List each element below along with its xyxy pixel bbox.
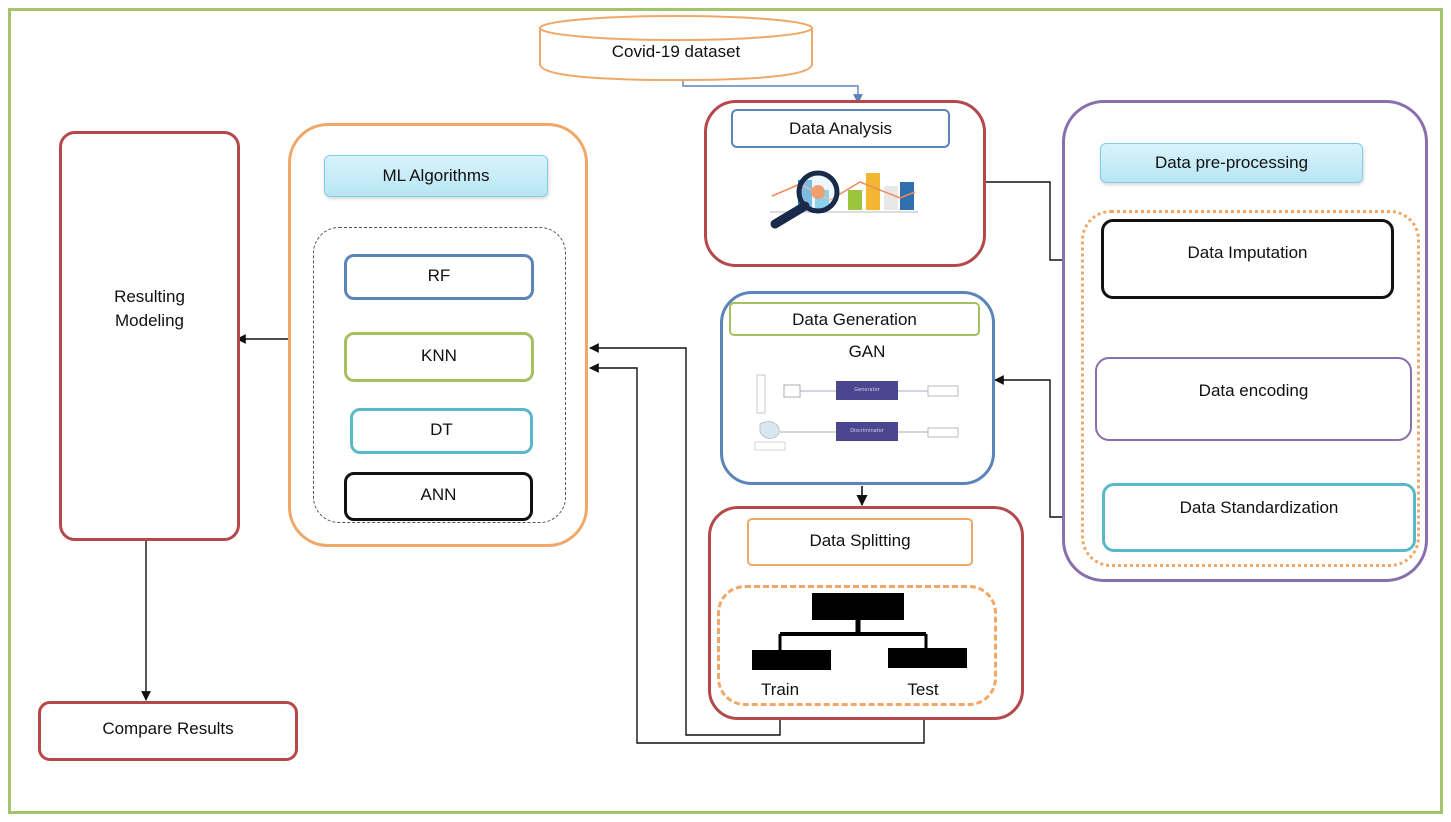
analysis-title: Data Analysis [789, 119, 892, 138]
ann-label: ANN [420, 485, 457, 504]
arrow-test-to-ml [589, 363, 925, 744]
arrow-dataset-to-analysis [682, 76, 863, 104]
imputation-box [1101, 219, 1394, 299]
ml-dotted-group [313, 227, 566, 523]
ann-box [344, 472, 533, 521]
gan-generator-label: Generator [854, 387, 880, 393]
rf-box [344, 254, 534, 300]
result-label-line2: Modeling [115, 311, 184, 330]
dt-label: DT [430, 420, 453, 439]
dt-box [350, 408, 533, 454]
train-label: Train [760, 680, 800, 699]
encoding-label: Data encoding [1198, 381, 1309, 400]
knn-box [344, 332, 534, 382]
dataset-label: Covid-19 dataset [611, 42, 741, 61]
preprocessing-title-box [1100, 143, 1363, 183]
generation-title-box [729, 302, 980, 336]
compare-label: Compare Results [102, 719, 234, 738]
ml-title-box [324, 155, 548, 197]
standardization-label: Data Standardization [1179, 498, 1339, 517]
generation-subtitle: GAN [848, 342, 886, 361]
knn-label: KNN [421, 346, 457, 365]
splitting-title-box [747, 518, 973, 566]
ml-title: ML Algorithms [382, 166, 490, 185]
rf-label: RF [427, 266, 451, 285]
arrow-train-to-ml [589, 343, 781, 736]
diagram-frame [8, 8, 1443, 814]
analysis-title-box [731, 109, 950, 148]
standardization-box [1102, 483, 1416, 552]
preprocessing-title: Data pre-processing [1154, 153, 1309, 172]
compare-box [38, 701, 298, 761]
imputation-label: Data Imputation [1187, 243, 1308, 262]
test-label: Test [907, 680, 939, 699]
preprocessing-dotted-group [1081, 210, 1420, 567]
splitting-title: Data Splitting [809, 531, 911, 550]
result-box [59, 131, 240, 541]
splitting-dashed-group [717, 585, 997, 706]
result-label-line1: Resulting [114, 287, 185, 306]
gan-discriminator-label: Discriminator [850, 428, 884, 434]
generation-title: Data Generation [792, 310, 917, 329]
encoding-box [1095, 357, 1412, 441]
